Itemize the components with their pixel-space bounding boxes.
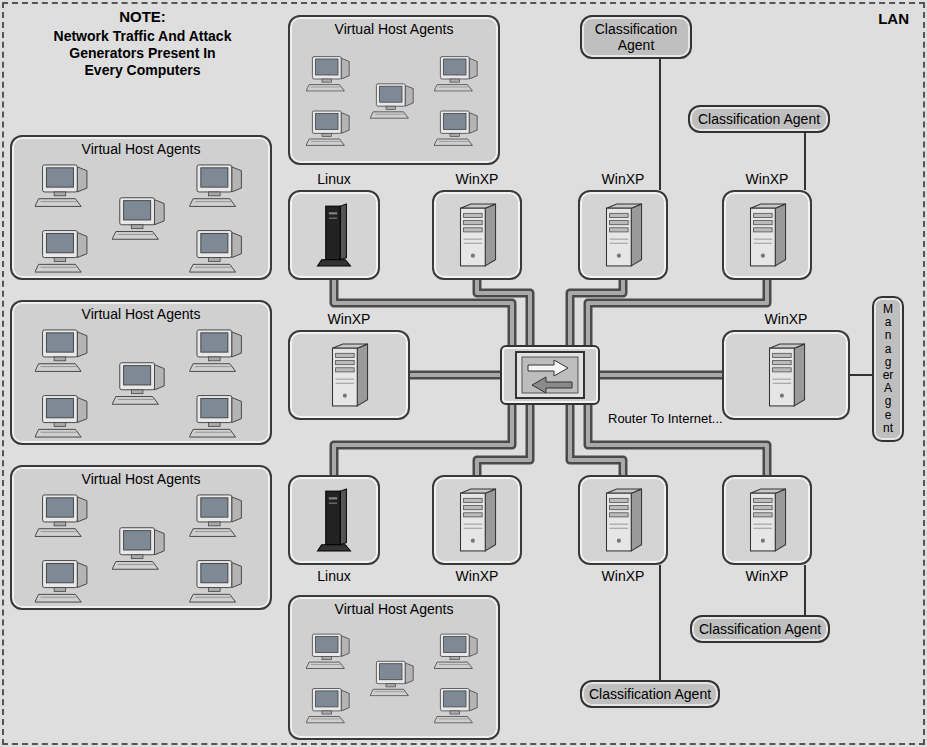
linux-tower-icon [311,202,357,268]
os-label: WinXP [602,171,645,187]
network-cable [477,405,530,475]
group-heading: Virtual Host Agents [290,17,498,37]
note-heading: NOTE: [30,8,255,26]
virtual-host-group: Virtual Host Agents [288,15,500,165]
note-text: Network Traffic And Attack Generators Pr… [53,28,233,79]
agent-link [805,565,806,615]
agent-label: Classification Agent [588,686,712,702]
note-block: NOTE: Network Traffic And Attack Generato… [30,8,255,79]
linux-computer: Linux [288,190,380,280]
os-label: WinXP [746,568,789,584]
router-label: Router To Internet... [608,411,723,426]
agent-label: Classification Agent [588,21,684,53]
network-cable [477,280,530,345]
group-heading: Virtual Host Agents [12,302,270,322]
pc-tower-icon [454,202,500,268]
virtual-host-icons [20,163,262,274]
winxp-computer: WinXP [578,190,668,280]
virtual-host-icons [20,328,262,439]
pc-tower-icon [326,342,372,408]
classification-agent: Classification Agent [580,15,692,59]
pc-tower-icon [763,342,809,408]
network-cable [600,375,722,376]
agent-label: Classification Agent [696,111,822,127]
network-cable [570,280,623,345]
network-cable [410,375,500,376]
agent-link [805,133,806,190]
os-label: WinXP [456,171,499,187]
pc-tower-icon [600,487,646,553]
manager-agent: Manager Agent [872,296,904,442]
pc-tower-icon [744,202,790,268]
classification-agent: Classification Agent [690,615,830,643]
agent-link [660,565,661,680]
virtual-host-icons [298,43,490,159]
os-label: Linux [317,171,350,187]
pc-tower-icon [600,202,646,268]
agent-label: Classification Agent [698,621,822,637]
virtual-host-group: Virtual Host Agents [10,465,272,610]
virtual-host-icons [20,493,262,604]
virtual-host-group: Virtual Host Agents [10,135,272,280]
pc-tower-icon [454,487,500,553]
winxp-computer: WinXP [722,475,812,565]
classification-agent: Classification Agent [580,680,720,708]
os-label: WinXP [765,311,808,327]
os-label: WinXP [328,311,371,327]
winxp-computer: WinXP [722,190,812,280]
winxp-computer: WinXP [432,190,522,280]
group-heading: Virtual Host Agents [290,597,498,617]
winxp-computer: WinXP [578,475,668,565]
winxp-computer: WinXP [288,330,410,420]
os-label: Linux [317,568,350,584]
group-heading: Virtual Host Agents [12,137,270,157]
os-label: WinXP [456,568,499,584]
agent-link [660,59,661,190]
winxp-computer: WinXP [432,475,522,565]
virtual-host-icons [298,623,490,734]
router: Router To Internet... [500,345,600,405]
linux-computer: Linux [288,475,380,565]
os-label: WinXP [746,171,789,187]
router-icon [502,347,598,403]
linux-tower-icon [311,487,357,553]
os-label: WinXP [602,568,645,584]
virtual-host-group: Virtual Host Agents [10,300,272,445]
classification-agent: Classification Agent [688,105,830,133]
agent-label: Manager Agent [882,303,894,435]
agent-link [850,375,872,376]
region-label: LAN [878,10,909,27]
virtual-host-group: Virtual Host Agents [288,595,500,740]
group-heading: Virtual Host Agents [12,467,270,487]
winxp-computer: WinXP [722,330,850,420]
pc-tower-icon [744,487,790,553]
